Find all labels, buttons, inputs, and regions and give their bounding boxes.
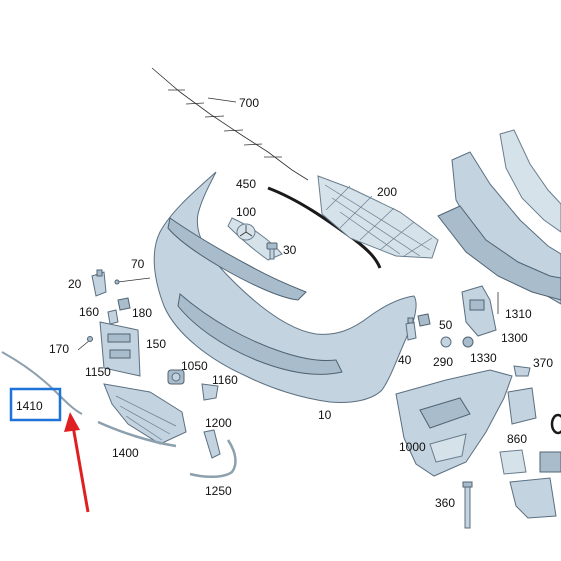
label-860: 860 bbox=[507, 432, 527, 446]
part-right-block bbox=[539, 451, 561, 473]
label-450: 450 bbox=[236, 177, 256, 191]
part-150-license-bracket bbox=[99, 321, 141, 377]
part-1330-clip bbox=[462, 336, 474, 348]
label-1250: 1250 bbox=[205, 484, 232, 498]
part-160-clip bbox=[107, 309, 119, 325]
label-100: 100 bbox=[236, 205, 256, 219]
part-290-clip bbox=[440, 336, 452, 348]
label-50: 50 bbox=[439, 318, 453, 332]
label-370: 370 bbox=[533, 356, 553, 370]
label-1160: 1160 bbox=[212, 373, 238, 387]
part-860-bracket bbox=[507, 387, 537, 425]
label-160: 160 bbox=[79, 305, 99, 319]
label-170: 170 bbox=[49, 342, 69, 356]
label-1310: 1310 bbox=[505, 307, 532, 321]
part-1250-strip bbox=[189, 439, 237, 478]
part-180-clip bbox=[117, 297, 131, 311]
part-1050-sensor bbox=[167, 369, 185, 385]
label-1400: 1400 bbox=[112, 446, 139, 460]
label-30: 30 bbox=[283, 243, 297, 257]
label-1410: 1410 bbox=[16, 399, 43, 413]
part-1400-lower-strip bbox=[97, 420, 177, 448]
label-1200: 1200 bbox=[205, 416, 232, 430]
part-700-trim-strip bbox=[151, 67, 309, 181]
part-100-emblem bbox=[236, 223, 256, 241]
part-upper-right-beam bbox=[437, 129, 561, 305]
part-40-clip bbox=[405, 317, 417, 341]
label-10: 10 bbox=[318, 408, 332, 422]
part-860-lower bbox=[499, 449, 527, 475]
part-lower-right-cover bbox=[509, 477, 557, 519]
highlight-box bbox=[9, 387, 62, 422]
part-1200-trim bbox=[203, 429, 221, 459]
label-200: 200 bbox=[377, 185, 397, 199]
label-1330: 1330 bbox=[470, 351, 497, 365]
label-1150: 1150 bbox=[85, 365, 111, 379]
part-20-bracket bbox=[91, 269, 107, 297]
label-1000: 1000 bbox=[399, 440, 426, 454]
part-1160-clip bbox=[201, 383, 219, 401]
label-290: 290 bbox=[433, 355, 453, 369]
part-right-seal bbox=[550, 413, 561, 435]
part-1150-side-grille bbox=[103, 383, 187, 445]
part-70-pin bbox=[114, 277, 151, 285]
red-arrow-icon bbox=[64, 412, 90, 513]
label-180: 180 bbox=[132, 306, 152, 320]
part-30-bolt bbox=[266, 242, 278, 260]
label-20: 20 bbox=[68, 277, 82, 291]
label-700: 700 bbox=[239, 96, 259, 110]
part-50-clip bbox=[417, 313, 431, 327]
part-1410-trim-strip bbox=[1, 351, 83, 415]
part-1000-bracket bbox=[395, 369, 513, 477]
part-200-grille-insert bbox=[317, 175, 439, 259]
part-170-screw bbox=[77, 336, 93, 351]
label-70: 70 bbox=[131, 257, 145, 271]
label-1050: 1050 bbox=[181, 359, 208, 373]
label-150: 150 bbox=[146, 337, 166, 351]
label-1300: 1300 bbox=[501, 331, 528, 345]
part-360-bolt bbox=[462, 481, 473, 529]
label-360: 360 bbox=[435, 496, 455, 510]
part-370-clip bbox=[513, 365, 531, 377]
part-1300-bracket bbox=[461, 285, 497, 337]
label-40: 40 bbox=[398, 353, 412, 367]
